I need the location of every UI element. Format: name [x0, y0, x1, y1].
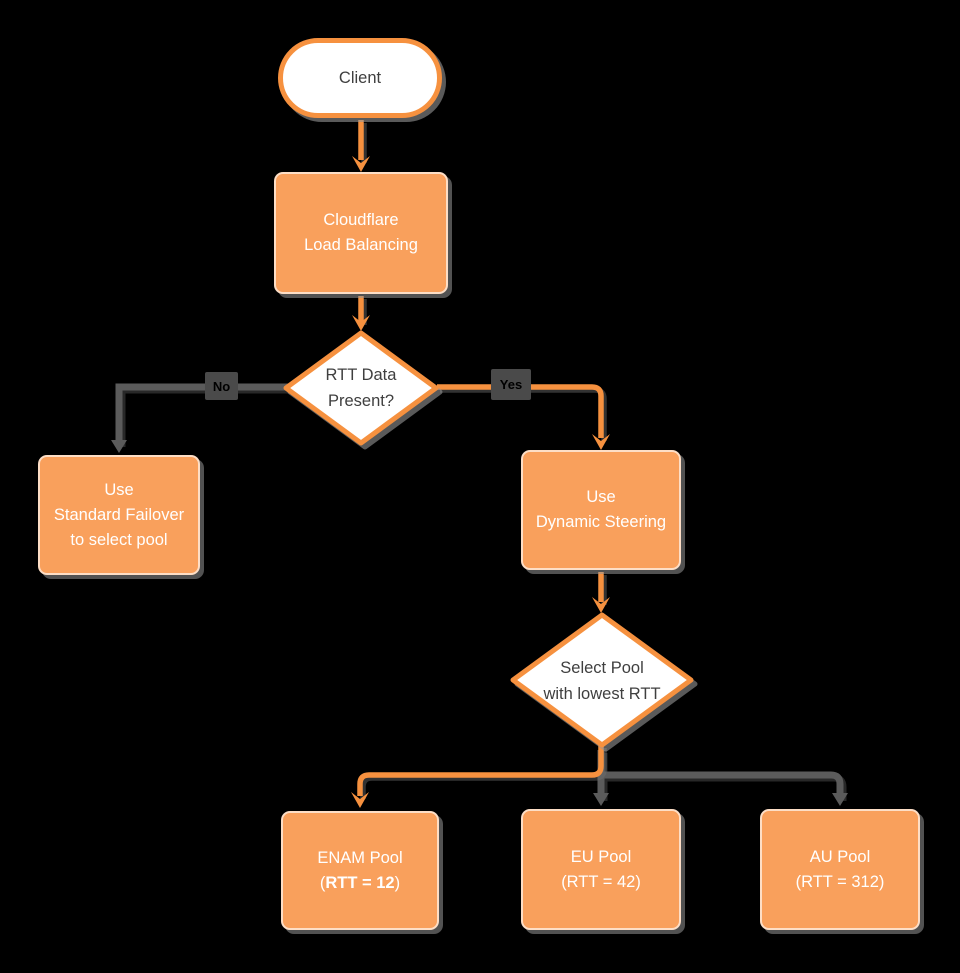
- rtt-decision-label: RTT Data Present?: [325, 366, 397, 410]
- orange-arrowheads: [351, 156, 610, 808]
- node-cloudflare-load-balancing: Cloudflare Load Balancing: [274, 172, 448, 294]
- arrowhead-into-dynamic: [592, 434, 610, 450]
- edge-junction-to-au-pool: [601, 771, 844, 798]
- edge-rtt-no-to-failover: [115, 383, 288, 444]
- edge-label-no: No: [205, 372, 238, 400]
- au-pool-label: AU Pool (RTT = 312): [795, 847, 885, 891]
- arrowhead-into-eu-pool: [593, 793, 609, 806]
- node-au-pool: AU Pool (RTT = 312): [760, 809, 920, 930]
- enam-pool-name: ENAM Pool: [317, 848, 403, 867]
- node-dynamic-steering: Use Dynamic Steering: [521, 450, 681, 570]
- node-eu-pool: EU Pool (RTT = 42): [521, 809, 681, 930]
- rtt-decision-diamond: [283, 330, 439, 446]
- node-client: Client: [278, 38, 442, 118]
- node-standard-failover: Use Standard Failover to select pool: [38, 455, 200, 575]
- dynamic-steering-label: Use Dynamic Steering: [535, 488, 667, 531]
- client-label: Client: [338, 68, 382, 87]
- gray-arrowheads: [111, 440, 848, 806]
- arrowhead-into-selectpool-diamond: [592, 597, 610, 613]
- gray-edge-group: [115, 383, 844, 798]
- node-enam-pool: ENAM Pool (RTT = 12): [281, 811, 439, 930]
- edge-rtt-yes-to-dynamic: [437, 384, 604, 438]
- select-pool-diamond: [510, 612, 694, 748]
- enam-pool-rtt: (RTT = 12): [319, 873, 401, 892]
- cloudflare-label: Cloudflare Load Balancing: [304, 211, 418, 254]
- eu-pool-label: EU Pool (RTT = 42): [561, 847, 641, 891]
- arrowhead-into-enam-pool: [351, 792, 369, 808]
- arrowhead-into-loadbalancing: [352, 156, 370, 172]
- arrowhead-into-rtt-diamond: [352, 315, 370, 331]
- edge-label-yes: Yes: [491, 369, 531, 400]
- orange-edge-group: [357, 120, 604, 796]
- standard-failover-label: Use Standard Failover to select pool: [53, 480, 185, 549]
- arrowhead-into-au-pool: [832, 793, 848, 806]
- select-pool-label: Select Pool with lowest RTT: [543, 659, 661, 703]
- arrowhead-into-failover: [111, 440, 127, 453]
- edge-selectpool-to-enam: [357, 745, 604, 796]
